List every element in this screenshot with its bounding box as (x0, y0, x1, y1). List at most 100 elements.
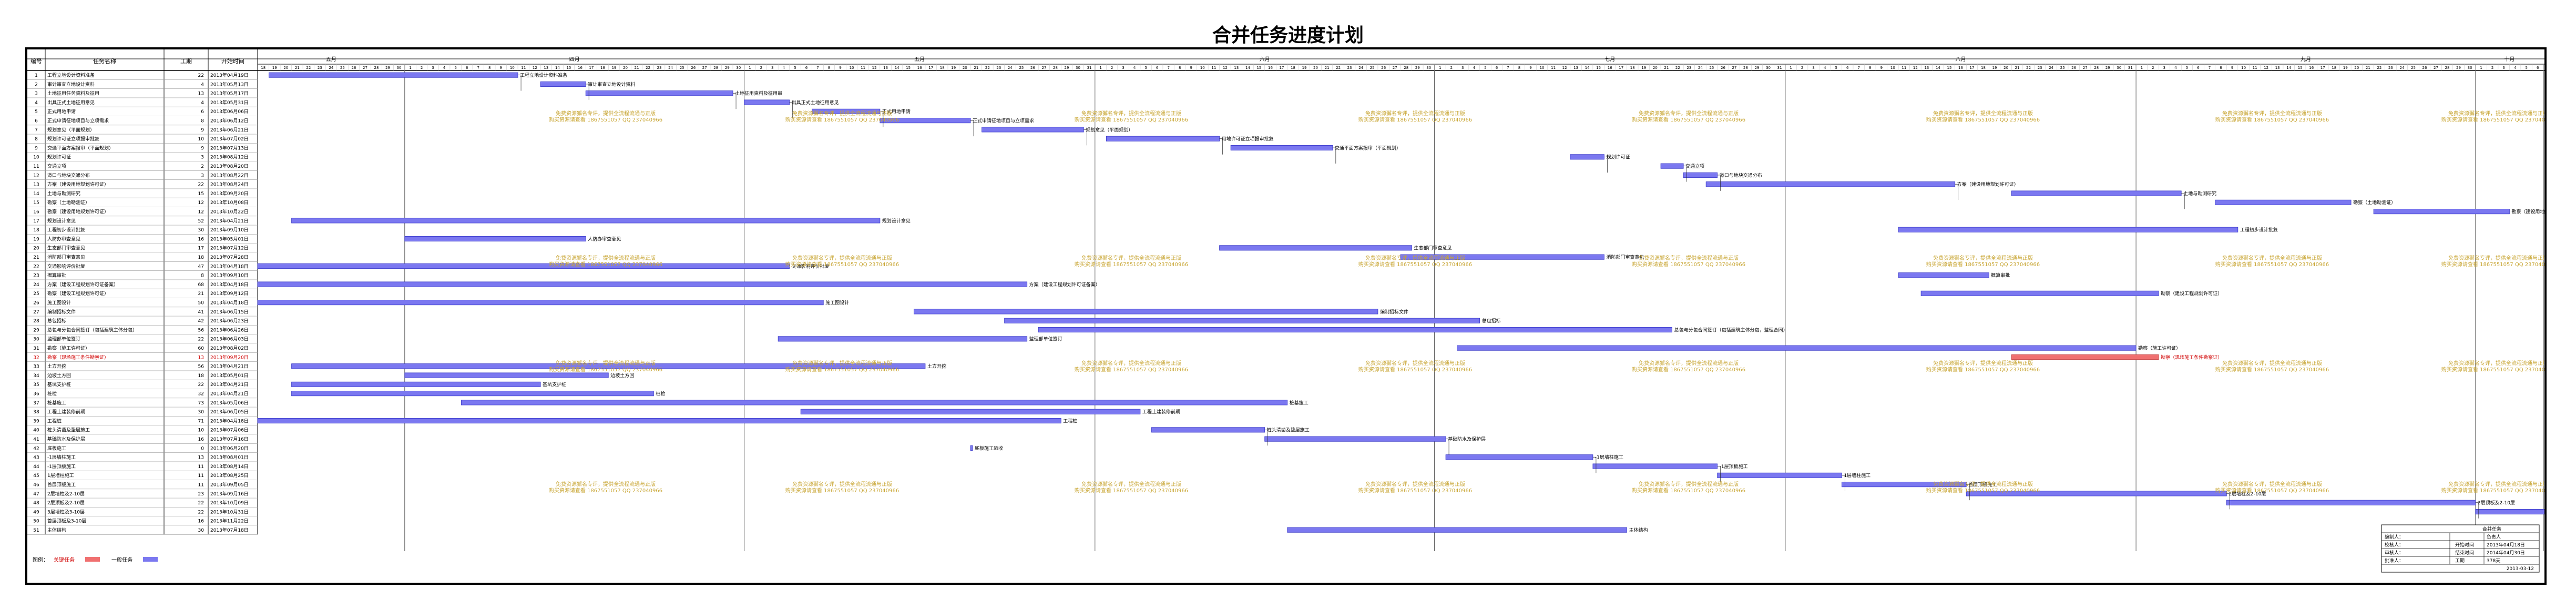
day-label: 6 (2197, 66, 2200, 70)
task-start: 2013年11月22日 (210, 518, 249, 524)
task-start: 2013年06月03日 (210, 336, 249, 342)
task-name: 施工图设计 (47, 300, 71, 306)
day-label: 17 (1970, 66, 1975, 70)
task-bar-label: 勘察（施工许可证） (2138, 345, 2181, 351)
column-header-name: 任务名称 (93, 57, 116, 65)
task-duration: 11 (198, 483, 204, 488)
task-id: 37 (33, 401, 39, 406)
task-duration: 18 (198, 373, 205, 379)
day-label: 8 (488, 66, 490, 70)
dependency-link (2475, 502, 2479, 519)
task-bar-label: 交通影响评价批复 (792, 263, 830, 269)
day-label: 16 (1608, 66, 1612, 70)
day-label: 27 (1393, 66, 1397, 70)
watermark-text: 购买资源请查看 1867551057 QQ 237040966 (549, 366, 662, 373)
dependency-link (2226, 493, 2230, 510)
day-label: 4 (2174, 66, 2177, 70)
task-start: 2013年06月23日 (210, 318, 249, 324)
watermark-text: 免费资源獬名专评，提供全流程流通与正版 (1081, 110, 1181, 117)
task-bar-label: 基础防水及保护层 (1448, 436, 1486, 442)
task-duration: 22 (198, 182, 204, 188)
task-id: 36 (33, 392, 39, 397)
task-name: 规划许可证 (47, 154, 71, 160)
day-label: 1 (409, 66, 411, 70)
task-start: 2013年04月19日 (210, 72, 249, 78)
task-bar-label: 正式用地申请 (882, 108, 911, 115)
day-label: 20 (1653, 66, 1658, 70)
info-box-key: 审核人： (2385, 550, 2404, 556)
day-label: 5 (2186, 66, 2188, 70)
day-label: 27 (702, 66, 707, 70)
watermark-text: 购买资源请查看 1867551057 QQ 237040966 (1926, 116, 2040, 123)
watermark-text: 免费资源獬名专评，提供全流程流通与正版 (792, 110, 892, 117)
task-bar-label: 主体结构 (1629, 527, 1648, 533)
task-bar (2215, 199, 2352, 205)
day-label: 25 (1370, 66, 1375, 70)
day-label: 16 (917, 66, 922, 70)
task-duration: 13 (198, 455, 204, 461)
day-label: 12 (1913, 66, 1918, 70)
task-start: 2013年06月05日 (210, 409, 249, 415)
day-label: 8 (1179, 66, 1181, 70)
day-label: 13 (544, 66, 548, 70)
task-bar-label: 土方开挖 (927, 363, 946, 370)
dependency-link (970, 120, 974, 137)
watermark-text: 购买资源请查看 1867551057 QQ 237040966 (1926, 261, 2040, 268)
day-label: 18 (1630, 66, 1635, 70)
day-label: 9 (1529, 66, 1531, 70)
watermark-text: 免费资源獬名专评，提供全流程流通与正版 (1639, 481, 1739, 488)
task-start: 2013年04月21日 (210, 391, 249, 397)
task-duration: 3 (201, 155, 204, 160)
task-bar (291, 363, 926, 369)
day-label: 29 (1755, 66, 1760, 70)
task-bar (744, 99, 790, 105)
task-bar-label: 勘察（土地勘测证） (2353, 199, 2396, 206)
day-label: 29 (2105, 66, 2110, 70)
task-id: 19 (33, 237, 39, 242)
task-bar-label: 总包与分包合同签订（包括建筑主体分包，监理合同） (1674, 327, 1788, 333)
legend-label: 图例： (33, 556, 48, 563)
watermark-text: 购买资源请查看 1867551057 QQ 237040966 (1632, 487, 1745, 494)
task-bar (461, 400, 1288, 405)
task-id: 1 (35, 73, 38, 78)
day-label: 28 (1404, 66, 1408, 70)
watermark-text: 购买资源请查看 1867551057 QQ 237040966 (1075, 261, 1188, 268)
day-label: 19 (951, 66, 956, 70)
task-bar (2011, 354, 2159, 360)
watermark-text: 免费资源獬名专评，提供全流程流通与正版 (792, 255, 892, 261)
watermark-text: 购买资源请查看 1867551057 QQ 237040966 (1632, 366, 1745, 373)
task-duration: 52 (198, 219, 204, 224)
dependency-link (880, 111, 884, 127)
task-bar (540, 81, 586, 87)
day-label: 18 (940, 66, 945, 70)
day-label: 10 (850, 66, 854, 70)
month-label: 九月 (2301, 56, 2311, 63)
info-box-value: 负责人 (2487, 534, 2501, 540)
info-box-value: 结束时间 (2455, 550, 2474, 556)
dependency-link (1683, 166, 1687, 182)
watermark-text: 免费资源獬名专评，提供全流程流通与正版 (2448, 255, 2544, 261)
day-label: 11 (521, 66, 526, 70)
day-label: 24 (2399, 66, 2404, 70)
task-bar (257, 418, 1061, 424)
task-bar (800, 409, 1141, 414)
task-start: 2013年04月21日 (210, 381, 249, 388)
task-duration: 56 (198, 328, 205, 333)
info-box-date: 2013-03-12 (2507, 566, 2534, 572)
watermark-text: 购买资源请查看 1867551057 QQ 237040966 (1926, 487, 2040, 494)
task-duration: 73 (198, 401, 204, 406)
task-bar (404, 236, 586, 242)
task-bar (970, 445, 973, 451)
day-label: 13 (1573, 66, 1578, 70)
task-bar (2226, 500, 2476, 505)
day-label: 23 (1686, 66, 1691, 70)
task-duration: 30 (198, 410, 205, 415)
day-label: 26 (691, 66, 696, 70)
task-duration: 16 (198, 437, 205, 442)
task-duration: 23 (198, 492, 204, 497)
task-id: 10 (33, 155, 39, 160)
task-id: 28 (33, 319, 39, 324)
day-label: 10 (510, 66, 515, 70)
task-start: 2013年05月17日 (210, 90, 249, 97)
